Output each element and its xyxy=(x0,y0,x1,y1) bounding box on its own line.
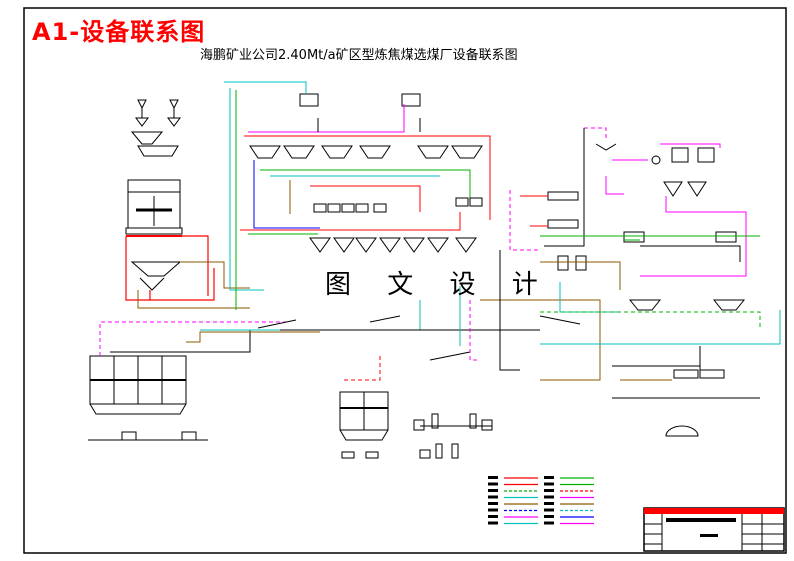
screen-banks-top xyxy=(249,93,483,159)
flotation-flow-lines xyxy=(509,127,781,399)
legend-marker xyxy=(544,482,554,486)
flotation-section xyxy=(547,143,746,437)
raw-coal-brown-flow xyxy=(137,261,250,309)
bunker-feed-lines xyxy=(99,321,320,356)
legend-marker xyxy=(488,495,498,499)
pump-row xyxy=(313,197,483,213)
filter-press xyxy=(339,391,389,459)
legend-marker xyxy=(488,508,498,512)
product-bunkers xyxy=(88,355,208,441)
legend-marker xyxy=(544,515,554,518)
screen-flow-lines xyxy=(224,81,491,310)
legend-marker xyxy=(544,495,554,499)
legend-marker xyxy=(488,482,498,486)
center-bottom-lines xyxy=(200,250,601,381)
legend-marker xyxy=(488,502,498,505)
legend-marker xyxy=(488,476,498,479)
legend-marker xyxy=(488,489,498,492)
legend-marker xyxy=(544,489,554,492)
legend-marker xyxy=(544,521,554,525)
line-legend xyxy=(488,476,594,525)
legend-marker xyxy=(544,476,554,479)
legend-marker xyxy=(544,502,554,505)
raw-coal-section xyxy=(125,99,183,291)
drawing-tag: A1-设备联系图 xyxy=(32,18,206,46)
belt-conveyors xyxy=(257,315,581,361)
watermark-text: 图 文 设 计 xyxy=(325,270,552,300)
small-equipment-group xyxy=(413,413,493,459)
sheet-border xyxy=(23,7,787,554)
cyclone-row xyxy=(309,237,477,253)
title-block xyxy=(643,507,785,552)
legend-marker xyxy=(488,515,498,518)
raw-coal-red-flow xyxy=(125,235,215,301)
legend-marker xyxy=(544,508,554,512)
legend-marker xyxy=(488,521,498,525)
page-title: 海鹏矿业公司2.40Mt/a矿区型炼焦煤选煤厂设备联系图 xyxy=(200,48,518,63)
